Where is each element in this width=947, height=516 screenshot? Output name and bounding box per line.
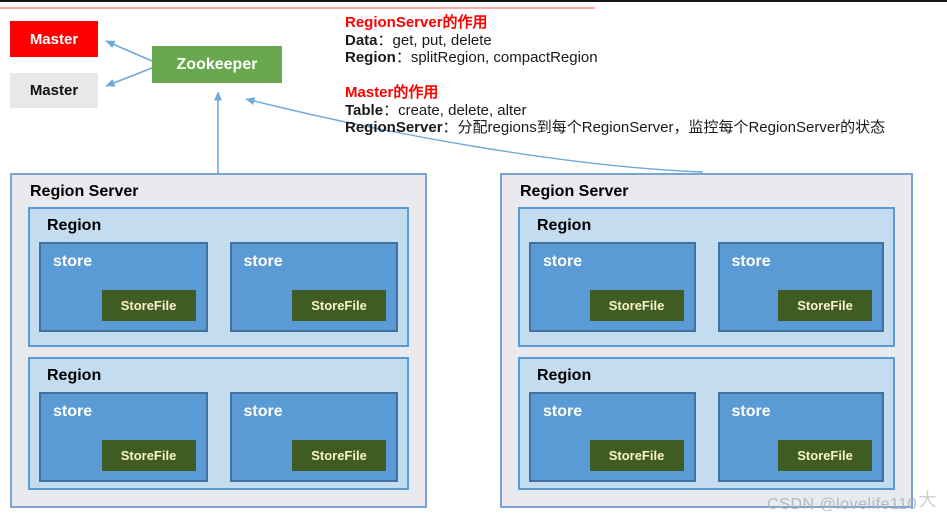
store-label: store: [731, 403, 771, 420]
store-box: store StoreFile: [529, 242, 696, 332]
annotation-term: Data: [345, 32, 378, 49]
storefile-box: StoreFile: [101, 290, 196, 321]
region-title: Region: [47, 217, 102, 234]
annotation-text: ：get, put, delete: [377, 32, 492, 49]
store-label: store: [53, 253, 93, 270]
region-box: Region store StoreFile store StoreFile: [518, 357, 895, 490]
annotation-master-line-table: Table：create, delete, alter: [345, 102, 885, 119]
annotation-regionserver-line-region: Region：splitRegion, compactRegion: [345, 49, 598, 66]
annotation-regionserver-title: RegionServer的作用: [345, 14, 488, 31]
top-border-line: [0, 0, 947, 2]
master-active-label: Master: [29, 30, 79, 48]
storefile-box: StoreFile: [589, 290, 684, 321]
storefile-box: StoreFile: [589, 440, 684, 471]
storefile-box: StoreFile: [778, 290, 872, 321]
red-underline: [0, 7, 595, 9]
annotation-text: ：splitRegion, compactRegion: [395, 49, 598, 66]
store-label: store: [731, 253, 771, 270]
region-server-title: Region Server: [520, 183, 629, 200]
storefile-box: StoreFile: [292, 440, 386, 471]
store-box: store StoreFile: [717, 242, 884, 332]
store-box: store StoreFile: [717, 392, 884, 482]
store-box: store StoreFile: [39, 392, 208, 482]
arrow-zookeeper-to-master-active: [105, 40, 153, 62]
master-active-box: Master: [10, 21, 98, 57]
region-title: Region: [537, 367, 592, 384]
annotation-term: RegionServer: [345, 119, 443, 136]
annotation-term: Region: [345, 49, 396, 66]
watermark-glyph: 大: [918, 490, 937, 510]
store-label: store: [243, 253, 283, 270]
region-box: Region store StoreFile store StoreFile: [518, 207, 895, 347]
annotation-master-title: Master的作用: [345, 84, 439, 101]
annotation-text: ：分配regions到每个RegionServer，监控每个RegionServ…: [442, 119, 886, 136]
storefile-box: StoreFile: [292, 290, 386, 321]
store-label: store: [543, 403, 583, 420]
region-server-1: Region Server Region store StoreFile sto…: [10, 173, 427, 508]
annotation-master: Master的作用 Table：create, delete, alter Re…: [345, 84, 885, 136]
arrow-zookeeper-to-master-standby: [105, 67, 153, 87]
annotation-text: ：create, delete, alter: [383, 102, 527, 119]
zookeeper-label: Zookeeper: [176, 55, 258, 73]
annotation-regionserver-line-data: Data：get, put, delete: [345, 32, 598, 49]
store-box: store StoreFile: [529, 392, 696, 482]
annotation-term: Table: [345, 102, 384, 119]
master-standby-label: Master: [29, 82, 79, 99]
watermark: CSDN @lovelife110 大: [767, 490, 936, 514]
watermark-text: CSDN @lovelife110: [767, 496, 917, 513]
annotation-master-line-regionserver: RegionServer：分配regions到每个RegionServer，监控…: [345, 119, 885, 136]
master-standby-box: Master: [10, 73, 98, 108]
store-label: store: [53, 403, 93, 420]
region-server-title: Region Server: [30, 183, 139, 200]
annotation-regionserver: RegionServer的作用 Data：get, put, delete Re…: [345, 14, 598, 66]
region-title: Region: [537, 217, 592, 234]
region-server-2: Region Server Region store StoreFile sto…: [500, 173, 913, 508]
store-box: store StoreFile: [39, 242, 208, 332]
region-title: Region: [47, 367, 102, 384]
zookeeper-box: Zookeeper: [152, 46, 282, 83]
region-box: Region store StoreFile store StoreFile: [28, 207, 409, 347]
region-box: Region store StoreFile store StoreFile: [28, 357, 409, 490]
store-box: store StoreFile: [229, 392, 398, 482]
storefile-box: StoreFile: [101, 440, 196, 471]
storefile-box: StoreFile: [778, 440, 872, 471]
store-box: store StoreFile: [229, 242, 398, 332]
store-label: store: [543, 253, 583, 270]
store-label: store: [243, 403, 283, 420]
